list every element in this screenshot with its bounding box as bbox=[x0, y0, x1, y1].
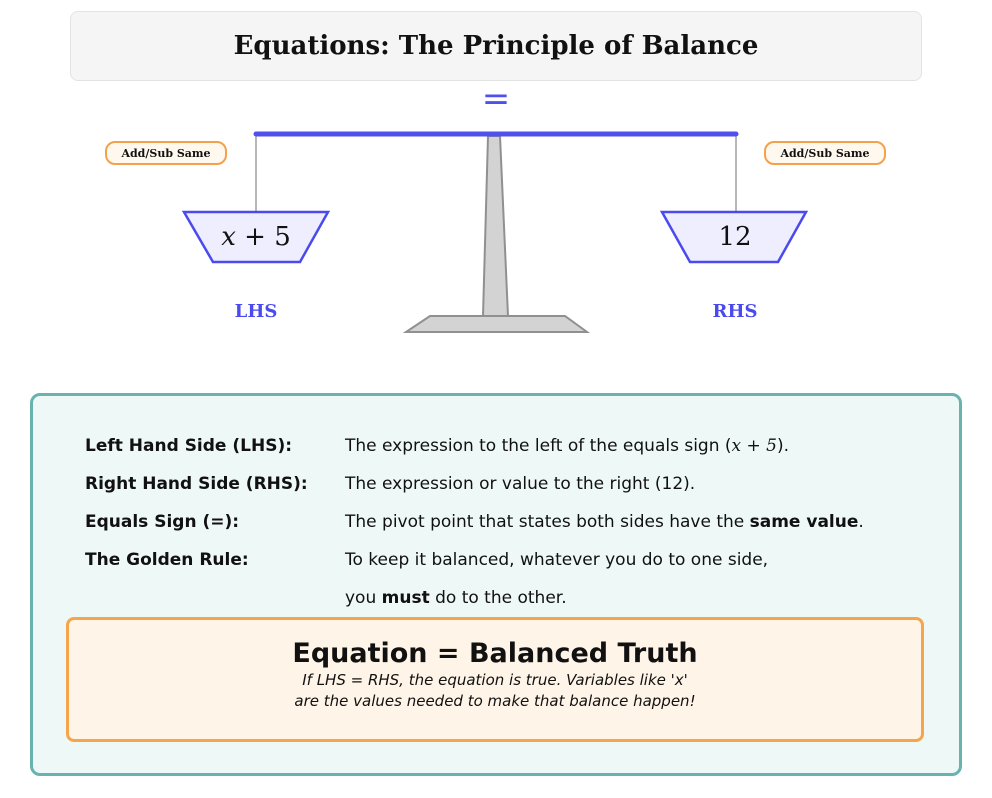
definition-desc: The pivot point that states both sides h… bbox=[345, 512, 864, 532]
definition-desc: The expression or value to the right (12… bbox=[345, 474, 696, 494]
stand-base bbox=[402, 315, 591, 333]
definition-desc: To keep it balanced, whatever you do to … bbox=[345, 550, 769, 570]
expression-constant: + 5 bbox=[235, 222, 291, 252]
callout-title: Equation = Balanced Truth bbox=[292, 638, 698, 669]
left-pan-expression: x + 5 bbox=[196, 222, 316, 252]
definition-desc: you must do to the other. bbox=[345, 588, 567, 608]
callout-line-2: are the values needed to make that balan… bbox=[294, 692, 696, 710]
lhs-label: LHS bbox=[234, 301, 278, 322]
callout-line-1: If LHS = RHS, the equation is true. Vari… bbox=[302, 671, 688, 689]
rhs-label: RHS bbox=[712, 301, 758, 322]
right-pan bbox=[659, 210, 809, 264]
definition-desc: The expression to the left of the equals… bbox=[345, 436, 790, 456]
balanced-truth-callout: Equation = Balanced Truth If LHS = RHS, … bbox=[66, 617, 924, 742]
pivot-stand bbox=[481, 135, 510, 317]
right-pan-value: 12 bbox=[718, 222, 752, 252]
variable-x: x bbox=[221, 222, 236, 252]
definition-term: Equals Sign (=): bbox=[85, 512, 240, 532]
definition-term: Left Hand Side (LHS): bbox=[85, 436, 293, 456]
balance-scale bbox=[181, 131, 809, 333]
right-add-sub-button[interactable]: Add/Sub Same bbox=[764, 141, 886, 165]
left-pan bbox=[181, 210, 331, 264]
equals-symbol: = bbox=[481, 79, 511, 119]
definition-term: Right Hand Side (RHS): bbox=[85, 474, 308, 494]
page-title: Equations: The Principle of Balance bbox=[70, 11, 922, 81]
left-add-sub-button[interactable]: Add/Sub Same bbox=[105, 141, 227, 165]
definitions-panel: Left Hand Side (LHS): The expression to … bbox=[30, 393, 962, 776]
definition-term: The Golden Rule: bbox=[85, 550, 249, 570]
